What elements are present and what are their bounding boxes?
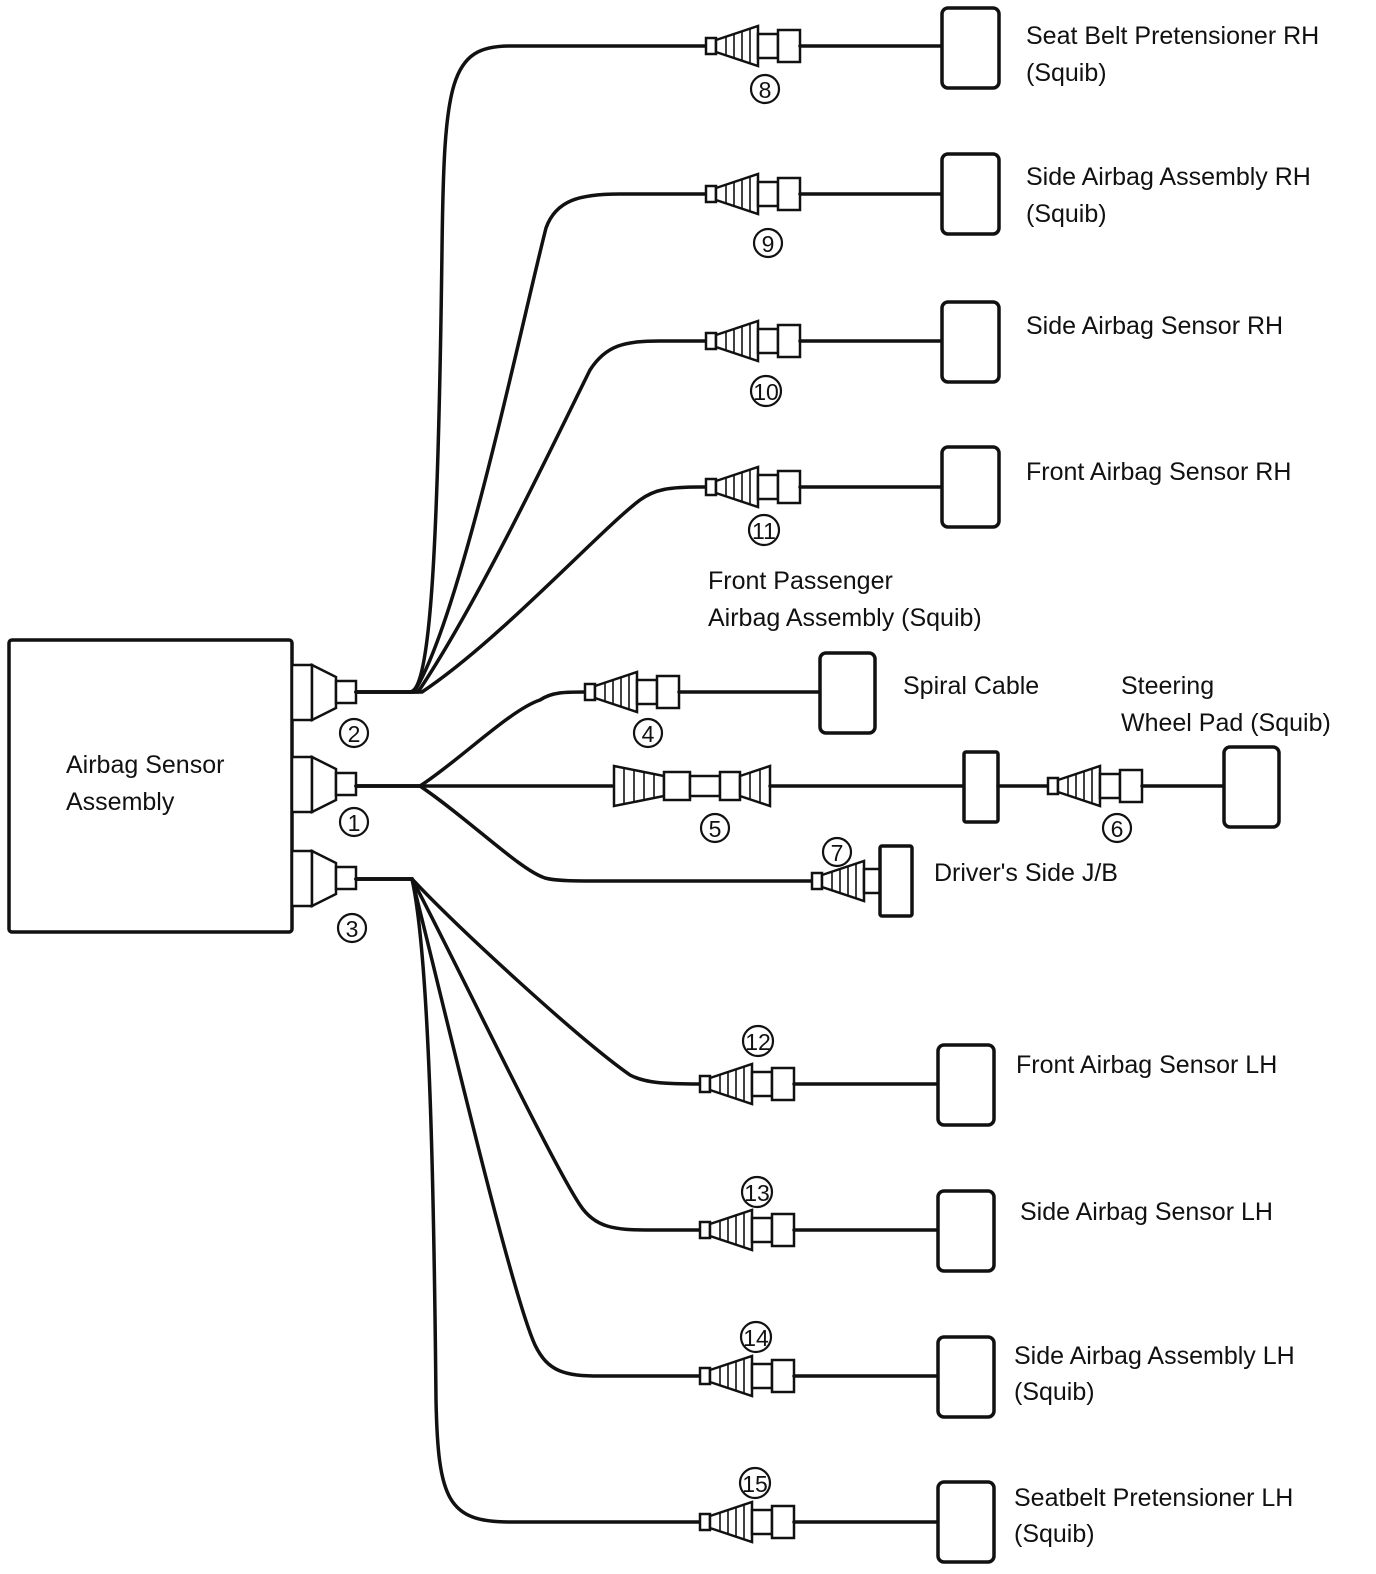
connector-number-7-text: 7	[831, 840, 844, 866]
connector-number-11: 11	[747, 513, 781, 547]
connector-number-15: 15	[738, 1466, 772, 1500]
inline-connector-11	[704, 465, 802, 509]
connector-number-1-text: 1	[348, 810, 361, 836]
inline-connector-15	[698, 1500, 796, 1544]
connector-number-7: 7	[821, 836, 853, 868]
front-airbag-sensor-rh-box	[940, 445, 1001, 529]
label-spiral-cable: Spiral Cable	[903, 672, 1039, 700]
inline-connector-5	[612, 764, 772, 808]
connector-number-6: 6	[1101, 812, 1133, 844]
connector-number-13-text: 13	[744, 1180, 770, 1206]
label-seat-belt-pretensioner-rh-2: (Squib)	[1026, 59, 1107, 87]
connector-number-3-text: 3	[346, 916, 359, 942]
connector-number-4: 4	[632, 717, 664, 749]
box-connector-1	[290, 754, 358, 815]
connector-number-2-text: 2	[348, 721, 361, 747]
inline-connector-6	[1046, 764, 1144, 808]
label-side-airbag-assembly-rh-2: (Squib)	[1026, 200, 1107, 228]
steering-wheel-pad-box	[1222, 745, 1281, 829]
connector-number-6-text: 6	[1111, 816, 1124, 842]
inline-connector-9	[704, 172, 802, 216]
side-airbag-assembly-rh-box	[940, 152, 1001, 236]
connector-number-10: 10	[749, 374, 783, 408]
inline-connector-7	[810, 859, 882, 903]
front-airbag-sensor-lh-box	[936, 1043, 996, 1127]
connector-number-8-text: 8	[759, 77, 772, 103]
label-seatbelt-pretensioner-lh-1: Seatbelt Pretensioner LH	[1014, 1484, 1293, 1512]
label-steering-wheel-pad-1: Steering	[1121, 672, 1214, 700]
label-seat-belt-pretensioner-rh-1: Seat Belt Pretensioner RH	[1026, 22, 1319, 50]
drivers-side-jb-box	[878, 844, 914, 918]
connector-number-14: 14	[739, 1320, 773, 1354]
seatbelt-pretensioner-lh-box	[936, 1480, 996, 1564]
connector-number-2: 2	[338, 717, 370, 749]
connector-number-3: 3	[336, 912, 368, 944]
label-side-airbag-sensor-lh: Side Airbag Sensor LH	[1020, 1198, 1273, 1226]
inline-connector-12	[698, 1062, 796, 1106]
label-side-airbag-assembly-rh-1: Side Airbag Assembly RH	[1026, 163, 1311, 191]
inline-connector-13	[698, 1208, 796, 1252]
inline-connector-8	[704, 24, 802, 68]
connector-number-12-text: 12	[745, 1029, 771, 1055]
box-connector-2	[290, 662, 358, 723]
sensor-assembly-label-line2: Assembly	[66, 788, 175, 816]
connector-number-5: 5	[699, 812, 731, 844]
box-connector-3	[290, 848, 358, 909]
label-side-airbag-assembly-lh-1: Side Airbag Assembly LH	[1014, 1342, 1295, 1370]
connector-number-11-text: 11	[752, 518, 776, 544]
sensor-assembly-label-line1: Airbag Sensor	[66, 751, 224, 779]
side-airbag-assembly-lh-box	[936, 1335, 996, 1419]
wire-harness	[354, 44, 814, 1524]
connector-number-4-text: 4	[642, 721, 655, 747]
airbag-sensor-assembly-box	[7, 638, 294, 934]
inline-connector-4	[583, 670, 681, 714]
connector-number-13: 13	[740, 1175, 774, 1209]
label-front-passenger-airbag-1: Front Passenger	[708, 567, 893, 595]
connector-number-9: 9	[752, 227, 784, 259]
label-front-airbag-sensor-lh: Front Airbag Sensor LH	[1016, 1051, 1277, 1079]
connector-number-15-text: 15	[742, 1471, 768, 1497]
connector-number-14-text: 14	[743, 1325, 769, 1351]
seat-belt-pretensioner-rh-box	[940, 6, 1001, 90]
connector-number-8: 8	[749, 73, 781, 105]
label-front-passenger-airbag-2: Airbag Assembly (Squib)	[708, 604, 982, 632]
connector-number-9-text: 9	[762, 231, 775, 257]
label-side-airbag-sensor-rh: Side Airbag Sensor RH	[1026, 312, 1283, 340]
spiral-cable-body	[962, 750, 1000, 824]
label-drivers-side-jb: Driver's Side J/B	[934, 859, 1118, 887]
side-airbag-sensor-lh-box	[936, 1189, 996, 1273]
label-front-airbag-sensor-rh: Front Airbag Sensor RH	[1026, 458, 1291, 486]
label-side-airbag-assembly-lh-2: (Squib)	[1014, 1378, 1095, 1406]
label-seatbelt-pretensioner-lh-2: (Squib)	[1014, 1520, 1095, 1548]
inline-connector-10	[704, 319, 802, 363]
label-steering-wheel-pad-2: Wheel Pad (Squib)	[1121, 709, 1331, 737]
connector-number-5-text: 5	[709, 816, 722, 842]
connector-number-12: 12	[741, 1024, 775, 1058]
inline-connector-14	[698, 1354, 796, 1398]
connector-number-10-text: 10	[753, 379, 779, 405]
side-airbag-sensor-rh-box	[940, 300, 1001, 384]
front-passenger-airbag-box	[818, 651, 877, 735]
connector-number-1: 1	[338, 806, 370, 838]
